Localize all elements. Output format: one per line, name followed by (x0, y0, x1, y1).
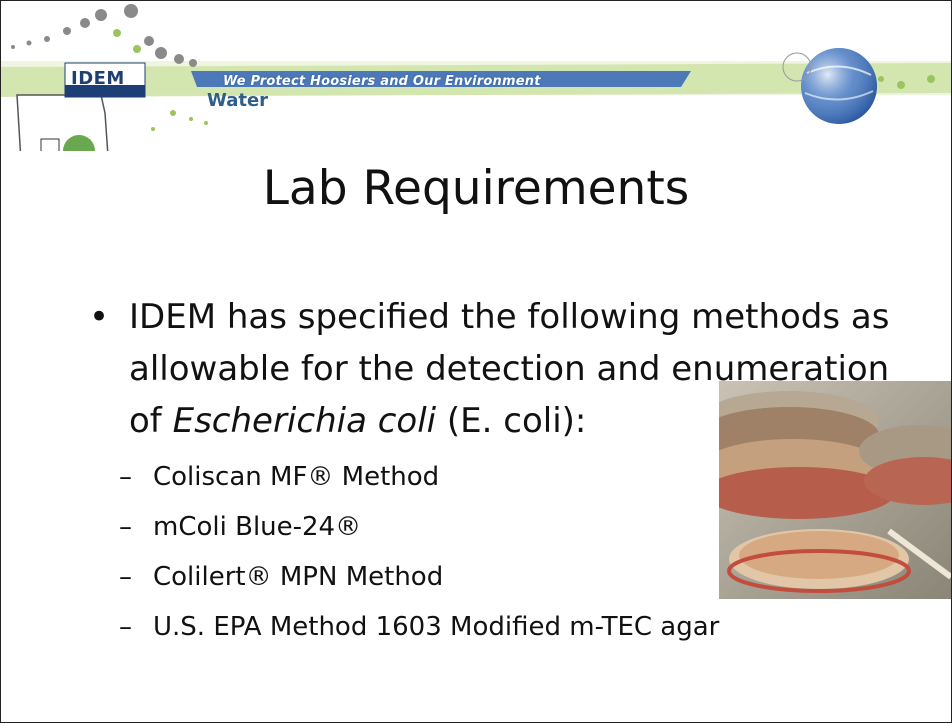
header-banner (1, 4, 951, 151)
main-bullet: IDEM has specified the following methods… (89, 291, 919, 447)
bullet-species: Escherichia coli (172, 401, 437, 441)
method-item: U.S. EPA Method 1603 Modified m-TEC agar (119, 603, 919, 651)
header-tagline: We Protect Hoosiers and Our Environment (223, 74, 541, 89)
petri-dish-photo (719, 381, 951, 599)
idem-logo: IDEM (71, 68, 125, 89)
slide-title: Lab Requirements (262, 161, 690, 216)
method-item: mColi Blue-24® (119, 503, 919, 551)
bullet-suffix: (E. coli): (436, 401, 587, 441)
method-list: Coliscan MF® Method mColi Blue-24® Colil… (99, 453, 919, 651)
method-item: Colilert® MPN Method (119, 553, 919, 601)
slide-body: IDEM has specified the following methods… (89, 291, 919, 651)
header-section: Water (207, 90, 269, 111)
method-item: Coliscan MF® Method (119, 453, 919, 501)
